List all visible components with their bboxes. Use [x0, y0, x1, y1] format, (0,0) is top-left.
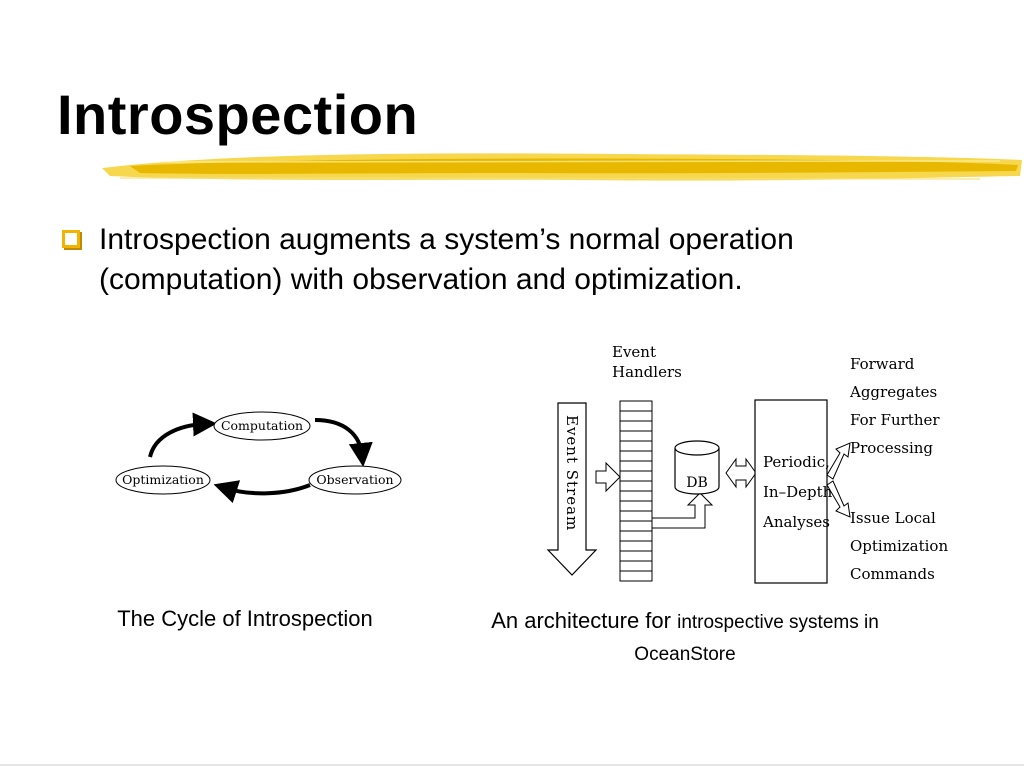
node-observation-label: Observation	[316, 472, 393, 487]
node-computation-label: Computation	[221, 418, 303, 433]
issue-line-2: Optimization	[850, 537, 948, 555]
issue-line-3: Commands	[850, 565, 935, 583]
db-label: DB	[686, 475, 708, 491]
architecture-caption-part-3: OceanStore	[634, 644, 736, 665]
bullet-text: Introspection augments a system’s normal…	[99, 223, 794, 296]
arrow-optimization-to-computation	[148, 412, 217, 458]
handlers-to-db-arrow	[651, 492, 714, 529]
cycle-diagram: Computation Observation Optimization	[115, 411, 402, 504]
analyses-line-3: Analyses	[762, 513, 830, 531]
arrow-observation-to-optimization	[213, 480, 311, 504]
analyses-to-issue-arrow	[826, 480, 851, 518]
analyses-line-2: In–Depth	[763, 483, 833, 501]
forward-line-3: For Further	[850, 411, 940, 429]
cycle-caption: The Cycle of Introspection	[117, 606, 373, 631]
event-handlers-stack	[619, 400, 653, 582]
node-optimization-label: Optimization	[122, 472, 204, 487]
node-observation-ellipse	[308, 465, 402, 495]
slide-title: Introspection	[57, 83, 419, 146]
analyses-to-forward-arrow	[826, 442, 851, 480]
stream-to-handlers-arrow	[595, 461, 621, 493]
event-stream-arrow	[546, 402, 598, 576]
node-optimization-ellipse	[115, 465, 211, 495]
event-handlers-label-2: Handlers	[612, 363, 682, 381]
title-underline-brush	[102, 153, 1022, 181]
forward-line-1: Forward	[850, 355, 915, 373]
event-stream-label: Event Stream	[563, 415, 581, 531]
forward-line-2: Aggregates	[849, 383, 937, 401]
arrow-computation-to-observation	[314, 418, 373, 467]
analyses-box	[754, 399, 828, 584]
event-handlers-label-1: Event	[612, 343, 656, 361]
architecture-diagram: Event Stream Event Handlers DB Periodic,…	[546, 343, 948, 584]
analyses-line-1: Periodic,	[763, 453, 830, 471]
architecture-caption-part-1: An architecture for	[491, 608, 678, 633]
issue-line-1: Issue Local	[850, 509, 936, 527]
architecture-caption-part-2: introspective systems in	[677, 612, 879, 633]
architecture-caption: An architecture for introspective system…	[455, 606, 915, 670]
forward-line-4: Processing	[850, 439, 933, 457]
node-computation-ellipse	[213, 411, 311, 441]
db-cylinder	[674, 440, 720, 495]
bullet-square-icon	[62, 230, 80, 248]
db-analyses-double-arrow	[725, 457, 757, 489]
footer-divider	[0, 764, 1024, 766]
